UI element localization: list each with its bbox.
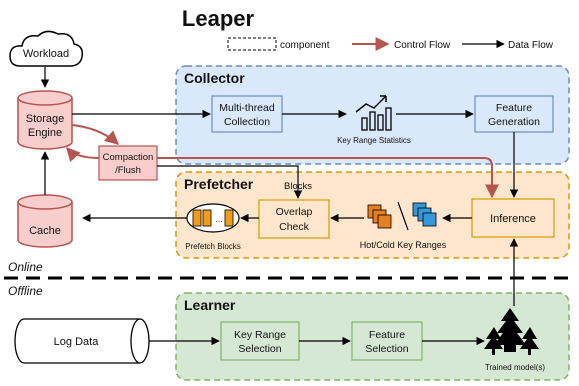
learner-title: Learner — [184, 297, 236, 313]
prefetcher-title: Prefetcher — [184, 176, 254, 192]
hot-range-icon — [377, 214, 392, 229]
overlap-label-line2: Check — [279, 221, 310, 233]
cloud-icon — [9, 30, 84, 67]
hot-cold-key-ranges: Hot/Cold Key Ranges — [360, 201, 447, 250]
tree-icon — [484, 308, 539, 355]
legend-component-label: component — [280, 40, 330, 51]
legend: component Control Flow Data Flow — [227, 37, 554, 51]
collector-title: Collector — [184, 70, 245, 86]
offline-label: Offline — [8, 284, 43, 298]
inference: Inference — [471, 198, 555, 238]
multithread-collection: Multi-thread Collection — [211, 95, 283, 133]
database-icon — [17, 90, 73, 106]
compaction-label-line1: Compaction — [103, 152, 154, 163]
diagram-title: Leaper — [182, 6, 255, 31]
arrow-compaction-to-storage — [66, 146, 100, 163]
key-range-selection: Key Range Selection — [220, 321, 300, 361]
compaction-label-line2: /Flush — [115, 165, 141, 176]
feature-selection: Feature Selection — [351, 321, 423, 361]
hot-cold-label: Hot/Cold Key Ranges — [360, 240, 447, 250]
cold-range-icon — [422, 212, 437, 227]
collector-group — [175, 65, 570, 165]
workload-cloud: Workload — [9, 30, 84, 67]
fs-label-line1: Feature — [369, 329, 405, 341]
arrow-compaction-to-inference — [157, 157, 499, 199]
multithread-label-line1: Multi-thread — [219, 102, 275, 114]
feature-gen-label-line1: Feature — [496, 102, 532, 114]
legend-data-flow-label: Data Flow — [508, 40, 554, 51]
key-range-statistics-label: Key Range Statistics — [337, 136, 411, 145]
trained-models: Trained model(s) — [484, 308, 545, 372]
block-icon — [202, 209, 212, 227]
ellipsis-icon: … — [215, 215, 223, 224]
legend-component-swatch — [227, 37, 277, 51]
krs-label-line2: Selection — [238, 343, 281, 355]
trained-models-label: Trained model(s) — [485, 363, 546, 372]
storage-engine-label-line2: Engine — [28, 127, 62, 139]
online-label: Online — [8, 260, 43, 274]
prefetch-blocks-label: Prefetch Blocks — [185, 242, 241, 251]
cache-label: Cache — [29, 225, 61, 237]
storage-engine-label-line1: Storage — [26, 113, 65, 125]
overlap-label-line1: Overlap — [276, 206, 313, 218]
feature-generation: Feature Generation — [474, 95, 554, 133]
log-data: Log Data — [14, 318, 150, 364]
multithread-label-line2: Collection — [224, 116, 270, 128]
storage-engine: Storage Engine — [17, 90, 73, 150]
fs-label-line2: Selection — [365, 343, 408, 355]
krs-label-line1: Key Range — [234, 329, 286, 341]
bar-chart-icon — [355, 95, 392, 131]
feature-gen-label-line2: Generation — [488, 116, 540, 128]
prefetch-blocks: … Prefetch Blocks — [185, 203, 241, 251]
compaction-flush: Compaction /Flush — [98, 145, 158, 181]
divider-slash — [397, 201, 409, 231]
legend-control-flow-label: Control Flow — [394, 40, 451, 51]
database-icon — [17, 194, 73, 210]
block-icon — [224, 209, 234, 227]
inference-label: Inference — [490, 213, 536, 225]
key-range-statistics: Key Range Statistics — [337, 95, 411, 145]
arrow-compaction-to-overlap — [157, 165, 303, 199]
workload-label: Workload — [23, 48, 69, 60]
cache: Cache — [17, 194, 73, 248]
overlap-check: Overlap Check — [258, 199, 330, 239]
block-icon — [192, 209, 202, 227]
arrow-storage-to-compaction — [71, 124, 120, 145]
log-data-label: Log Data — [54, 336, 100, 348]
